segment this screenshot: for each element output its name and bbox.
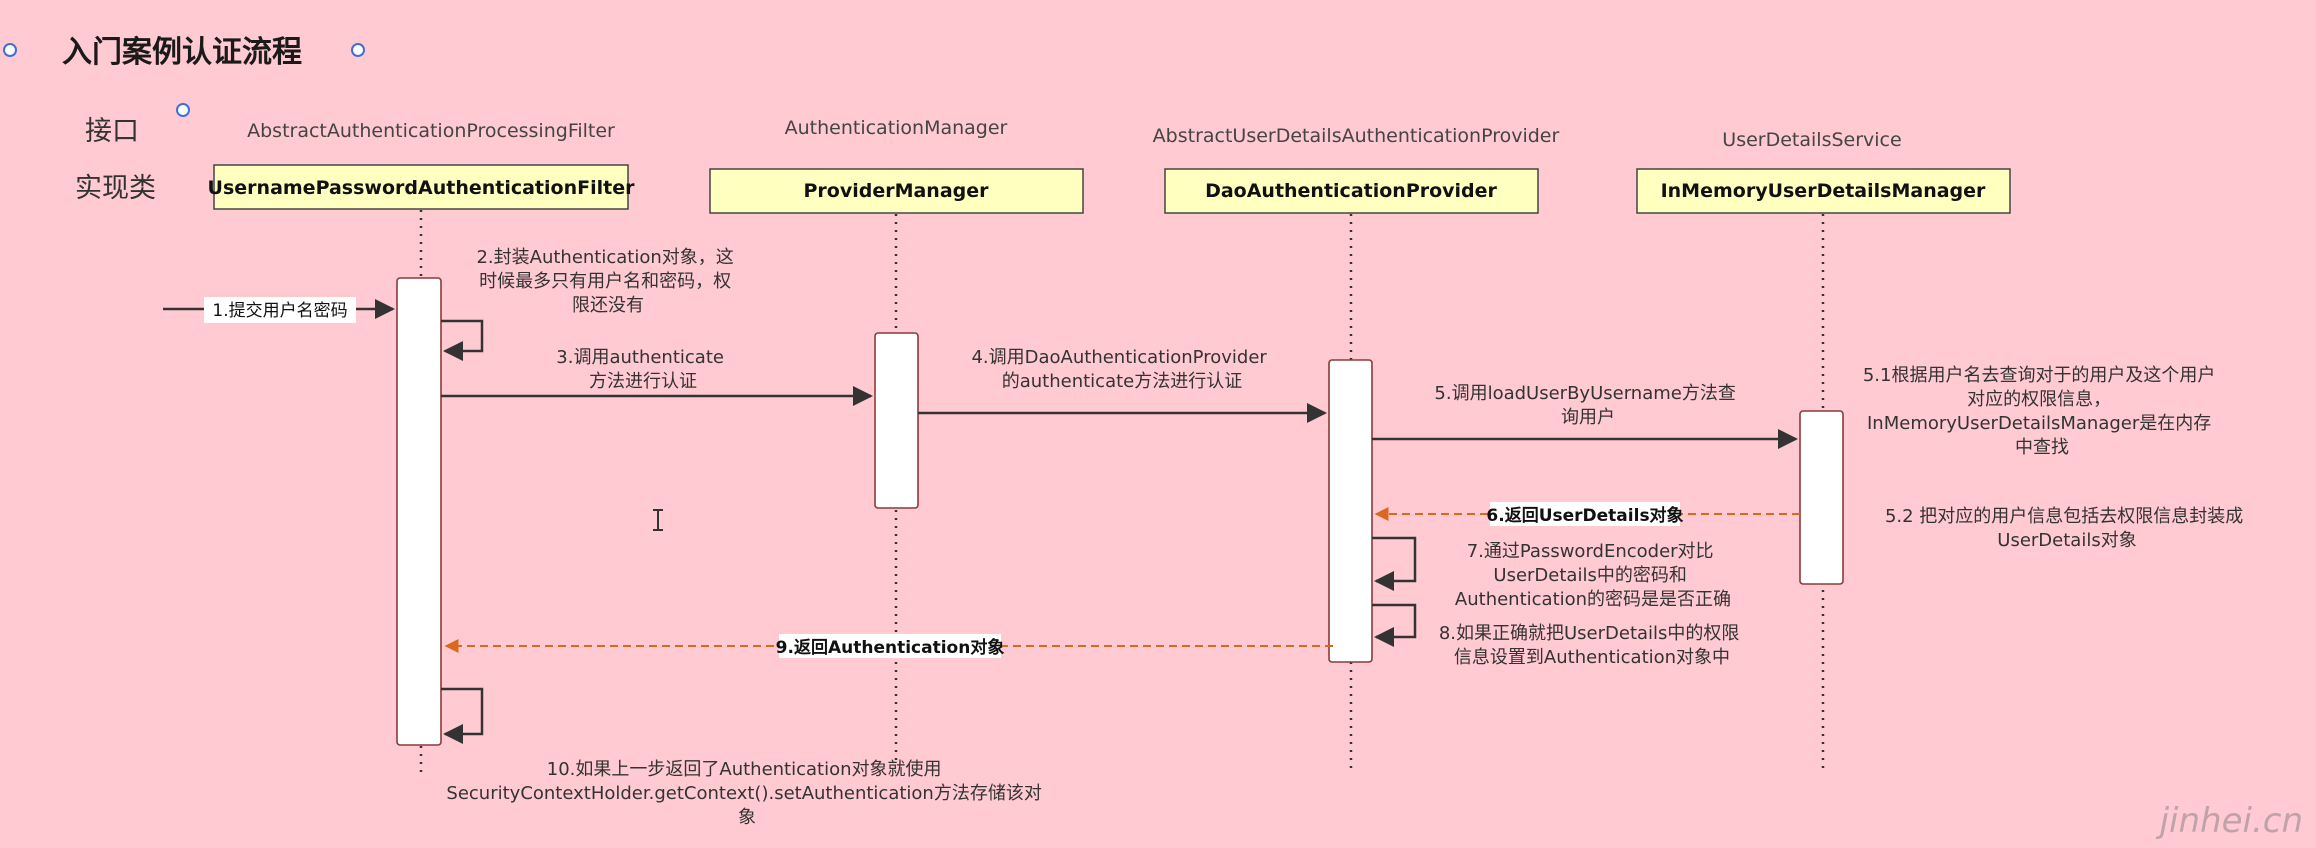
- row-label-interface: 接口: [85, 116, 139, 147]
- message-1-label: 1.提交用户名密码: [212, 301, 347, 321]
- message-arrow-10-self: [441, 687, 484, 744]
- lane-box-manager[interactable]: [709, 168, 1084, 214]
- text-cursor-icon: [653, 509, 663, 531]
- message-3-label: 3.调用authenticate 方法进行认证: [556, 347, 729, 392]
- page-title: 入门案例认证流程: [62, 35, 302, 70]
- message-9-bg: [779, 634, 1001, 658]
- activation-provider: [1328, 359, 1373, 663]
- lane-interface-service: UserDetailsService: [1722, 129, 1901, 151]
- lane-box-provider[interactable]: [1164, 168, 1539, 214]
- message-8-label: 8.如果正确就把UserDetails中的权限 信息设置到Authenticat…: [1439, 623, 1745, 668]
- message-4-label: 4.调用DaoAuthenticationProvider 的authentic…: [971, 347, 1272, 392]
- row-label-impl: 实现类: [75, 173, 156, 204]
- message-7-label: 7.通过PasswordEncoder对比 UserDetails中的密码和 A…: [1455, 541, 1731, 610]
- lane-box-filter[interactable]: [213, 164, 629, 210]
- selection-handle[interactable]: [3, 43, 17, 57]
- message-6-label: 6.返回UserDetails对象: [1486, 505, 1683, 526]
- lane-interface-filter: AbstractAuthenticationProcessingFilter: [247, 120, 615, 142]
- message-10-label: 10.如果上一步返回了Authentication对象就使用 SecurityC…: [446, 759, 1047, 828]
- message-2-label: 2.封装Authentication对象，这 时候最多只有用户名和密码，权 限还…: [476, 247, 739, 316]
- activation-filter: [396, 277, 442, 746]
- selection-handle[interactable]: [176, 103, 190, 117]
- lane-impl-manager: ProviderManager: [803, 180, 989, 202]
- lane-impl-filter: UsernamePasswordAuthenticationFilter: [208, 177, 636, 199]
- message-5-label: 5.调用loadUserByUsername方法查 询用户: [1434, 383, 1741, 428]
- lane-box-service[interactable]: [1636, 168, 2011, 214]
- lane-interface-manager: AuthenticationManager: [785, 117, 1008, 139]
- watermark: jinhei.cn: [2156, 801, 2303, 841]
- lane-impl-provider: DaoAuthenticationProvider: [1205, 180, 1497, 202]
- note-5-1: 5.1根据用户名去查询对于的用户及这个用户 对应的权限信息， InMemoryU…: [1863, 365, 2221, 458]
- message-arrow-8-self: [1372, 603, 1417, 647]
- message-arrow-2-self: [441, 319, 484, 361]
- note-5-2: 5.2 把对应的用户信息包括去权限信息封装成 UserDetails对象: [1885, 506, 2249, 551]
- activation-service: [1799, 410, 1844, 585]
- message-6-bg: [1490, 502, 1680, 526]
- lane-impl-service: InMemoryUserDetailsManager: [1661, 180, 1986, 202]
- message-arrow-7-self: [1372, 536, 1417, 591]
- message-1-bg: [204, 297, 356, 323]
- activation-manager: [874, 332, 919, 509]
- selection-handle[interactable]: [351, 43, 365, 57]
- lane-interface-provider: AbstractUserDetailsAuthenticationProvide…: [1153, 125, 1560, 147]
- message-9-label: 9.返回Authentication对象: [776, 637, 1005, 658]
